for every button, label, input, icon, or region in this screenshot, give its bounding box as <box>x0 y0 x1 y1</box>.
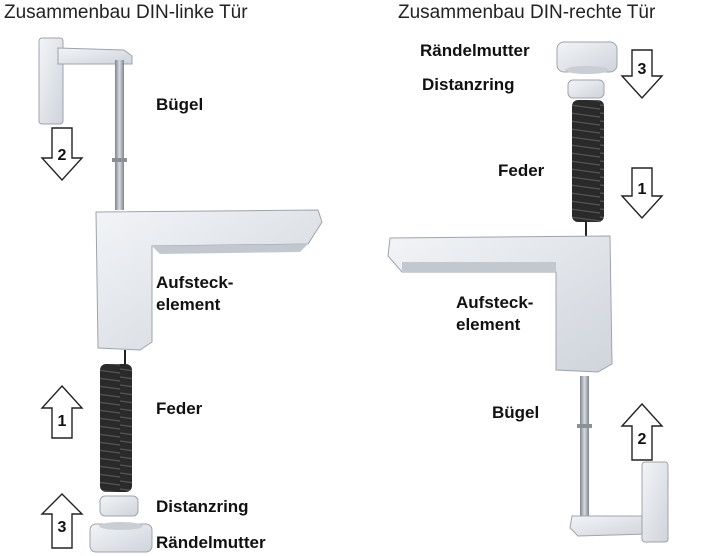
left-label-buegel: Bügel <box>156 95 204 114</box>
right-distanzring-part <box>567 79 605 99</box>
right-label-distanzring: Distanzring <box>422 75 515 94</box>
left-aufsteck-part <box>95 209 323 351</box>
right-label-feder: Feder <box>498 161 545 180</box>
right-label-buegel: Bügel <box>492 403 540 422</box>
left-arrow-1-number: 1 <box>58 413 67 430</box>
left-label-aufsteck-2: element <box>156 295 221 314</box>
left-label-distanzring: Distanzring <box>156 497 249 516</box>
right-title: Zusammenbau DIN-rechte Tür <box>398 2 656 23</box>
right-buegel-part <box>569 376 669 543</box>
left-title: Zusammenbau DIN-linke Tür <box>4 2 248 23</box>
left-distanzring-part <box>99 495 139 517</box>
left-arrow-2-number: 2 <box>58 147 67 164</box>
right-arrow-2-number: 2 <box>638 431 647 448</box>
right-label-aufsteck-1: Aufsteck- <box>456 293 534 312</box>
left-feder-part <box>100 350 132 492</box>
left-buegel-part <box>38 37 133 210</box>
left-arrow-3-number: 3 <box>58 519 67 536</box>
right-arrow-3-number: 3 <box>638 61 647 78</box>
right-aufsteck-part <box>387 235 613 373</box>
left-arrow-2: 2 <box>40 127 84 182</box>
right-label-raendelmutter: Rändelmutter <box>420 41 530 60</box>
right-arrow-1: 1 <box>620 167 664 220</box>
right-arrow-2: 2 <box>620 402 664 461</box>
right-arrow-1-number: 1 <box>638 181 647 198</box>
right-raendelmutter-part <box>556 41 618 74</box>
left-label-raendelmutter: Rändelmutter <box>156 533 266 552</box>
right-feder-part <box>572 100 604 236</box>
right-label-aufsteck-2: element <box>456 315 521 334</box>
left-arrow-3: 3 <box>40 493 84 549</box>
left-label-aufsteck-1: Aufsteck- <box>156 273 234 292</box>
left-raendelmutter-part <box>89 522 153 553</box>
right-arrow-3: 3 <box>620 49 664 100</box>
left-arrow-1: 1 <box>40 384 84 439</box>
left-label-feder: Feder <box>156 399 203 418</box>
